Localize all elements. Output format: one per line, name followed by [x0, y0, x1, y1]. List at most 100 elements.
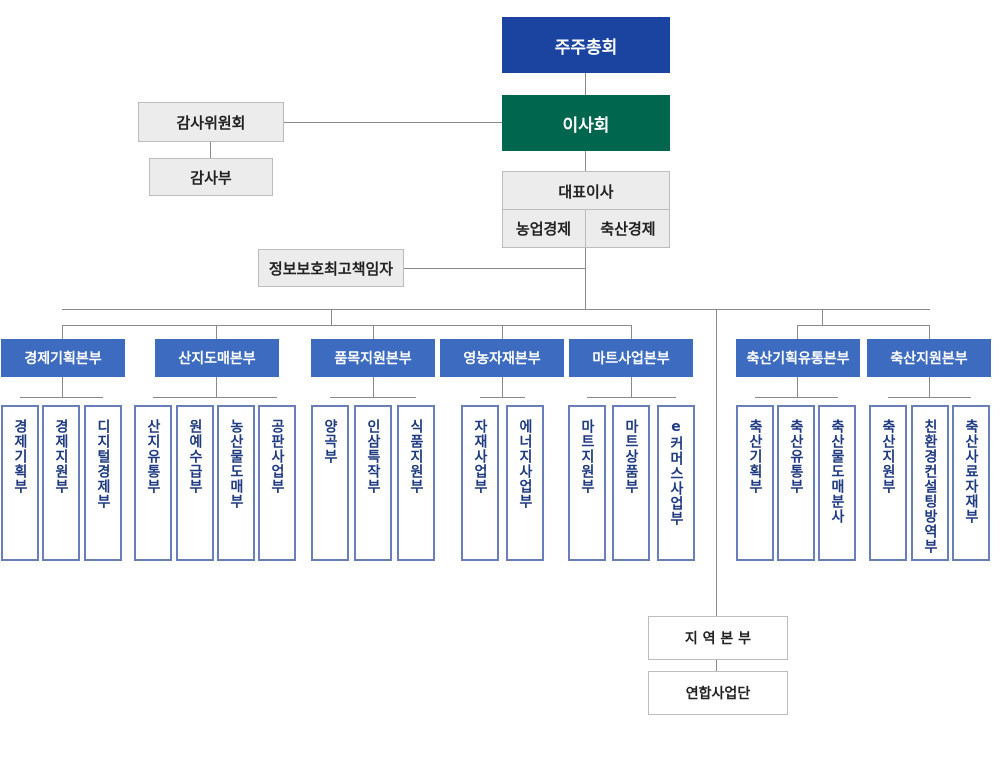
connector-dept: [216, 377, 217, 397]
audit-committee-label: 감사위원회: [176, 113, 246, 132]
ceo-label: 대표이사: [558, 183, 614, 201]
connector-dept: [888, 397, 971, 398]
connector-hq-drop: [929, 325, 930, 339]
connector-hq-drop-1: [62, 325, 632, 326]
connector-dept: [373, 377, 374, 397]
audit-committee-box[interactable]: 감사위원회: [138, 102, 284, 142]
board-of-directors-box[interactable]: 이사회: [502, 95, 670, 151]
dept-label: 경제지원부: [53, 419, 69, 494]
connector-dept: [797, 377, 798, 397]
dept-label: 친환경컨설팅방역부: [922, 419, 938, 554]
dept-label: 마트상품부: [623, 419, 639, 494]
audit-department-box[interactable]: 감사부: [149, 158, 273, 196]
dept-label: e커머스사업부: [668, 419, 684, 526]
hq-item-support[interactable]: 품목지원본부: [311, 339, 435, 377]
dept-box[interactable]: 친환경컨설팅방역부: [911, 405, 949, 561]
connector-audit-dept: [210, 142, 211, 158]
union-business-group-label: 연합사업단: [685, 686, 751, 702]
dept-box[interactable]: 원예수급부: [176, 405, 214, 561]
dept-box[interactable]: 자재사업부: [461, 405, 499, 561]
hq-label: 영농자재본부: [463, 351, 541, 367]
connector-hq-drop: [373, 325, 374, 339]
dept-label: 산지유통부: [145, 419, 161, 494]
division-livestock-economy[interactable]: 축산경제: [586, 210, 670, 247]
connector-left-branch: [331, 309, 332, 325]
dept-box[interactable]: 산지유통부: [134, 405, 172, 561]
audit-department-label: 감사부: [190, 168, 232, 187]
dept-box[interactable]: 마트상품부: [612, 405, 650, 561]
connector-dept: [480, 397, 525, 398]
connector-dept: [62, 377, 63, 397]
dept-box[interactable]: 경제지원부: [42, 405, 80, 561]
connector-dept: [587, 397, 676, 398]
dept-label: 양곡부: [322, 419, 338, 464]
dept-label: 자재사업부: [472, 419, 488, 494]
dept-label: 디지털경제부: [95, 419, 111, 509]
connector-dept: [755, 397, 838, 398]
dept-label: 식품지원부: [408, 419, 424, 494]
connector-hq-drop: [502, 325, 503, 339]
dept-box[interactable]: 마트지원부: [568, 405, 606, 561]
dept-label: 축산물도매분사: [829, 419, 845, 524]
hq-label: 품목지원본부: [334, 351, 412, 367]
dept-box[interactable]: 디지털경제부: [84, 405, 122, 561]
dept-box[interactable]: e커머스사업부: [657, 405, 695, 561]
connector-dept: [153, 397, 277, 398]
regional-headquarters-box[interactable]: 지 역 본 부: [648, 616, 788, 660]
hq-livestock-support[interactable]: 축산지원본부: [867, 339, 991, 377]
dept-box[interactable]: 양곡부: [311, 405, 349, 561]
dept-box[interactable]: 축산물도매분사: [818, 405, 856, 561]
connector-ceo-spine: [585, 247, 586, 310]
dept-box[interactable]: 인삼특작부: [354, 405, 392, 561]
hq-livestock-planning-distribution[interactable]: 축산기획유통본부: [736, 339, 860, 377]
dept-label: 마트지원부: [579, 419, 595, 494]
connector-hq-bus: [62, 309, 930, 310]
dept-label: 농산물도매부: [228, 419, 244, 509]
hq-mart-business[interactable]: 마트사업본부: [569, 339, 693, 377]
union-business-group-box[interactable]: 연합사업단: [648, 671, 788, 715]
dept-label: 에너지사업부: [517, 419, 533, 509]
dept-box[interactable]: 식품지원부: [397, 405, 435, 561]
connector-hq-drop: [62, 325, 63, 339]
dept-box[interactable]: 축산사료자재부: [952, 405, 990, 561]
division-agri-economy-label: 농업경제: [515, 220, 572, 238]
shareholders-meeting-label: 주주총회: [554, 37, 618, 58]
division-livestock-economy-label: 축산경제: [600, 220, 656, 238]
dept-label: 축산사료자재부: [963, 419, 979, 524]
connector-dept: [20, 397, 103, 398]
hq-origin-wholesale[interactable]: 산지도매본부: [155, 339, 279, 377]
connector-hq-drop: [216, 325, 217, 339]
hq-label: 축산기획유통본부: [746, 351, 850, 367]
connector-dept: [330, 397, 416, 398]
dept-box[interactable]: 축산지원부: [869, 405, 907, 561]
dept-box[interactable]: 농산물도매부: [217, 405, 255, 561]
dept-box[interactable]: 공판사업부: [258, 405, 296, 561]
connector-dept: [502, 377, 503, 397]
dept-box[interactable]: 경제기획부: [1, 405, 39, 561]
dept-box[interactable]: 축산유통부: [777, 405, 815, 561]
hq-label: 축산지원본부: [890, 351, 968, 367]
hq-label: 경제기획본부: [24, 351, 102, 367]
hq-economic-planning[interactable]: 경제기획본부: [1, 339, 125, 377]
connector-dept: [929, 377, 930, 397]
connector-regional-short: [716, 660, 717, 671]
connector-ciso: [403, 268, 585, 269]
connector-audit-board: [283, 122, 502, 123]
ciso-box[interactable]: 정보보호최고책임자: [258, 249, 404, 287]
connector-dept: [631, 377, 632, 397]
dept-label: 공판사업부: [269, 419, 285, 494]
dept-label: 축산유통부: [788, 419, 804, 494]
dept-label: 경제기획부: [12, 419, 28, 494]
board-of-directors-label: 이사회: [562, 115, 610, 136]
hq-label: 산지도매본부: [178, 351, 256, 367]
hq-farming-materials[interactable]: 영농자재본부: [440, 339, 564, 377]
dept-box[interactable]: 에너지사업부: [506, 405, 544, 561]
ceo-divider-h: [502, 209, 670, 210]
connector-hq-drop-2: [797, 325, 930, 326]
dept-label: 인삼특작부: [365, 419, 381, 494]
division-agri-economy[interactable]: 농업경제: [502, 210, 585, 247]
dept-box[interactable]: 축산기획부: [736, 405, 774, 561]
shareholders-meeting-box[interactable]: 주주총회: [502, 17, 670, 73]
dept-label: 축산기획부: [747, 419, 763, 494]
connector-hq-drop: [797, 325, 798, 339]
